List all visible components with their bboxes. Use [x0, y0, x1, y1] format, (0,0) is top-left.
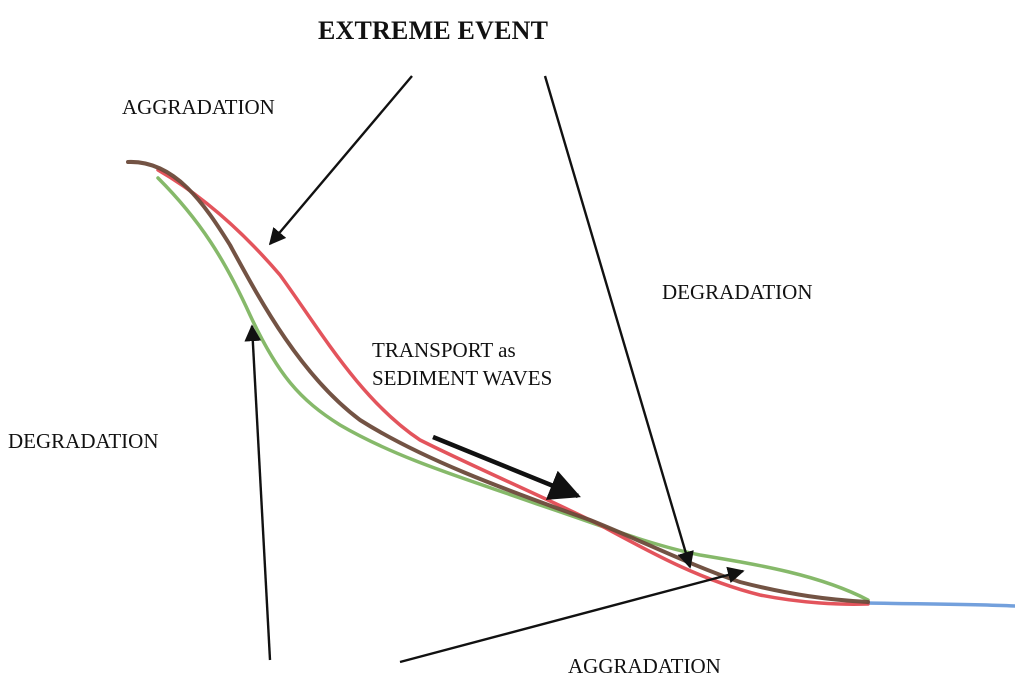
- arrow-extreme-to-upper-aggradation: [268, 75, 413, 246]
- transport-label-line2: SEDIMENT WAVES: [372, 366, 553, 391]
- transport-label-line1: TRANSPORT as: [372, 338, 516, 362]
- extreme-event-title: EXTREME EVENT: [318, 16, 549, 45]
- arrow-extreme-to-lower-aggradation: [543, 75, 694, 569]
- degraded-bed-profile: [156, 176, 870, 602]
- degradation-left-label: DEGRADATION: [8, 429, 159, 453]
- arrow-sediment-transport: [432, 434, 581, 500]
- aggraded-bed-profile: [156, 168, 870, 606]
- aggradation-upper-label: AGGRADATION: [122, 95, 275, 119]
- arrow-to-upper-degradation: [244, 324, 272, 661]
- transport-label: TRANSPORT as SEDIMENT WAVES: [372, 336, 552, 393]
- degradation-right-label: DEGRADATION: [662, 280, 813, 304]
- arrow-to-lower-degradation: [399, 566, 745, 664]
- downstream-water-line: [866, 601, 1015, 608]
- aggradation-lower-label: AGGRADATION: [568, 654, 721, 677]
